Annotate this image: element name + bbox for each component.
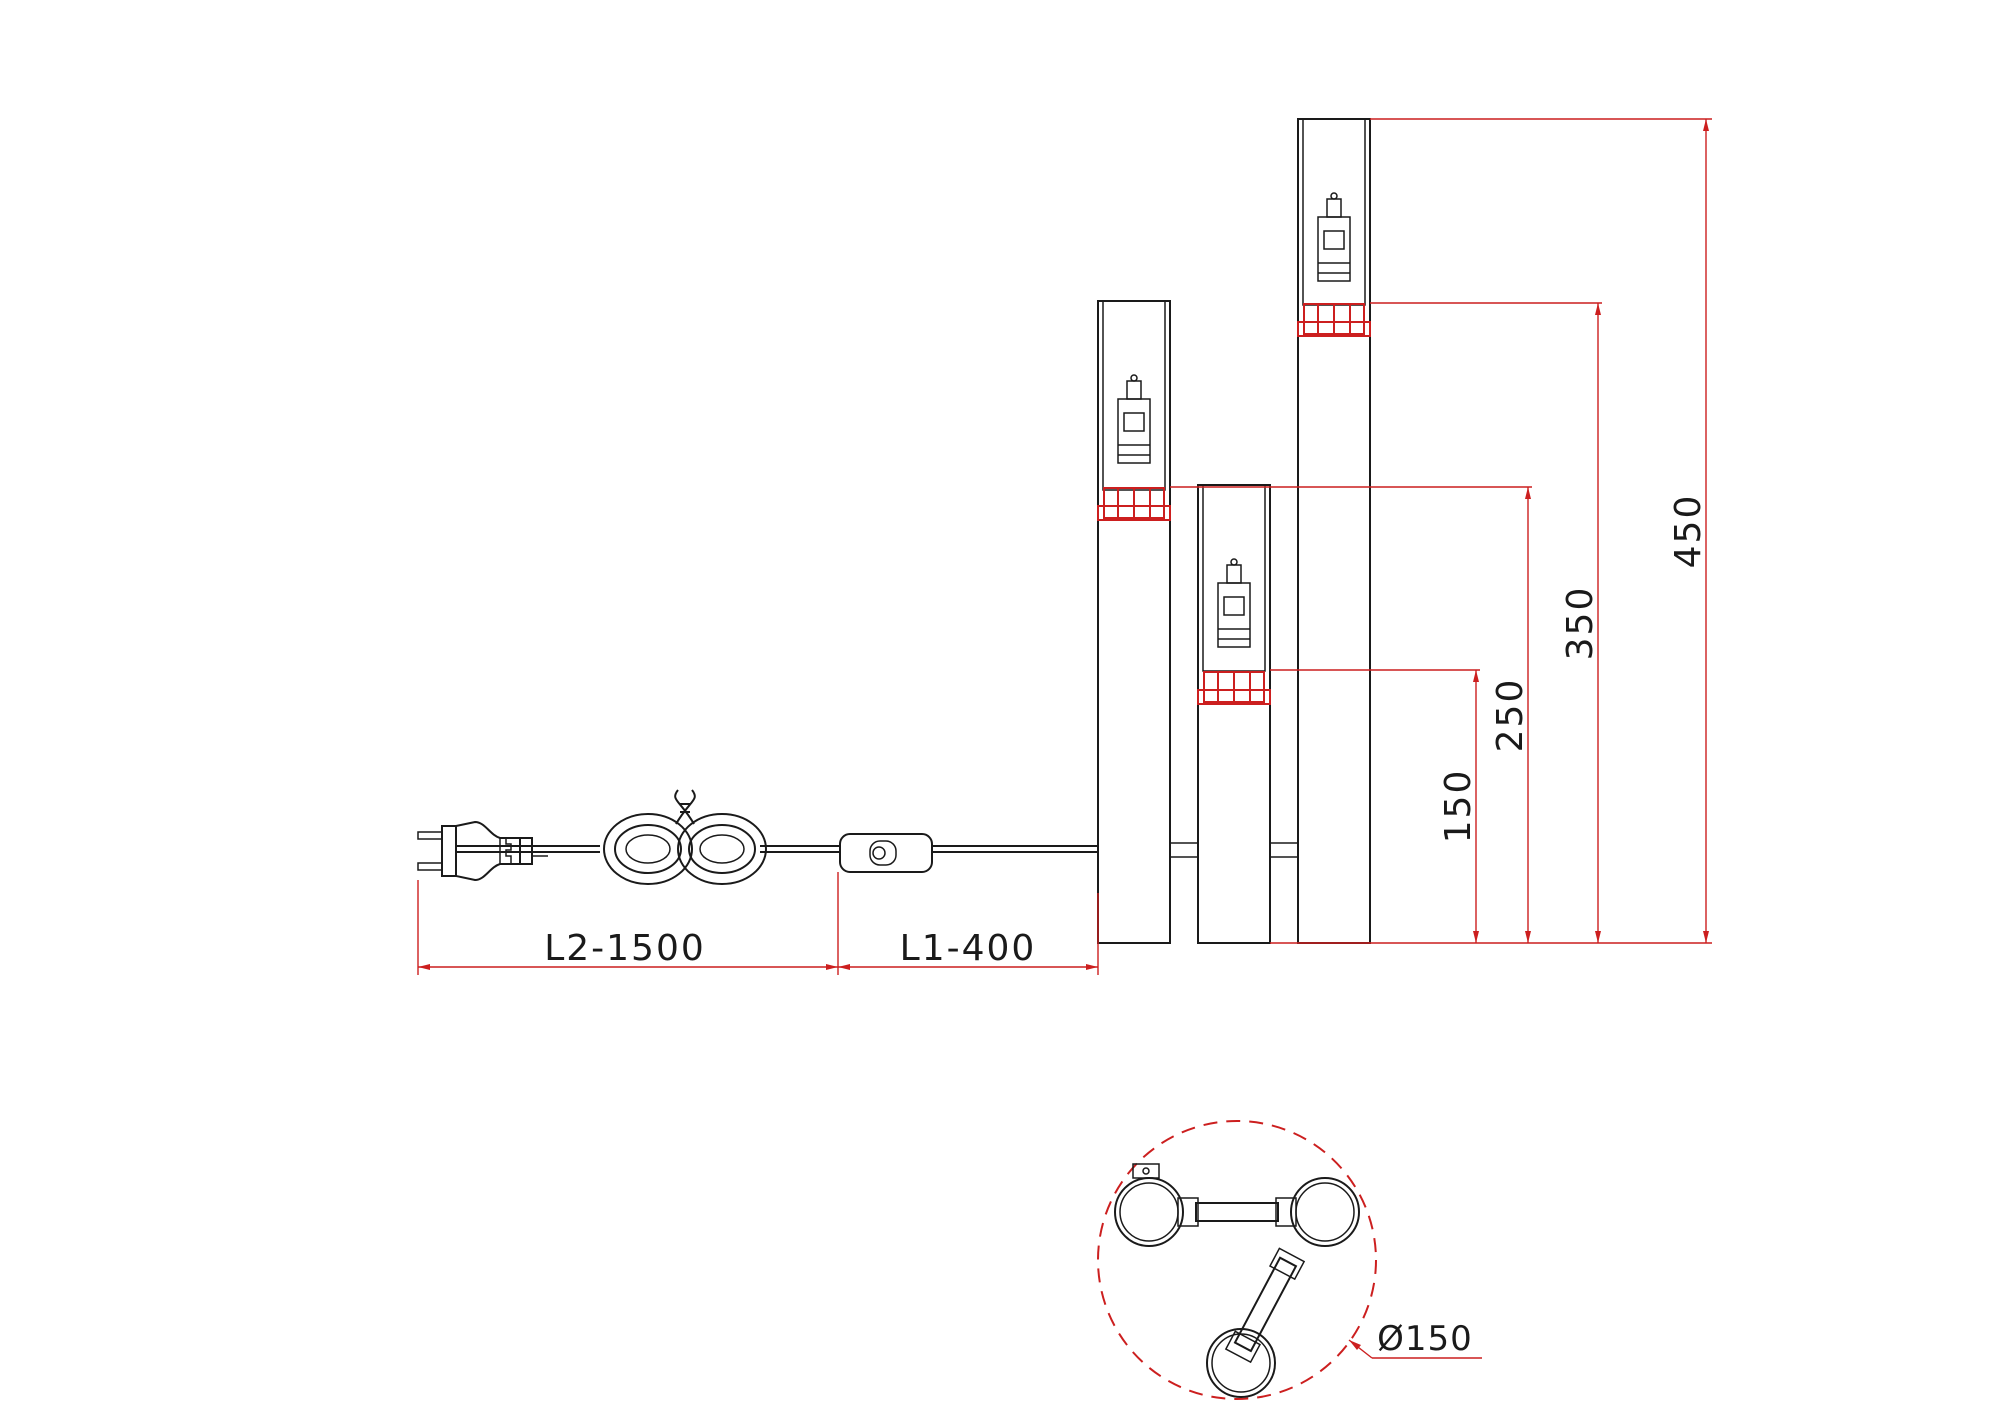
dimension-diameter: Ø150: [1377, 1319, 1473, 1359]
cable-coil-icon: [603, 789, 767, 885]
dimension-350: 350: [1560, 586, 1601, 661]
dimension-l2: L2-1500: [544, 928, 706, 969]
power-cable: [455, 845, 1098, 853]
dimension-l1: L1-400: [900, 928, 1037, 969]
bulb-socket: [1097, 487, 1171, 521]
dimension-450: 450: [1668, 494, 1709, 569]
dimension-250: 250: [1490, 678, 1531, 753]
tube-short: [1197, 484, 1271, 944]
dimension-150: 150: [1438, 769, 1479, 844]
inline-switch: [839, 833, 933, 873]
tube-tall: [1297, 118, 1371, 944]
plug-icon: [417, 820, 548, 882]
bulb-socket: [1297, 303, 1371, 337]
bulb-socket: [1197, 671, 1271, 705]
connector-bars: [1169, 842, 1299, 858]
height-dimensions: [1170, 118, 1712, 944]
halogen-bulb-icon: [1317, 192, 1351, 282]
length-dimensions: [417, 872, 1099, 975]
top-view: [1097, 1120, 1482, 1400]
halogen-bulb-icon: [1117, 374, 1151, 464]
tube-medium: [1097, 300, 1171, 944]
halogen-bulb-icon: [1217, 558, 1251, 648]
